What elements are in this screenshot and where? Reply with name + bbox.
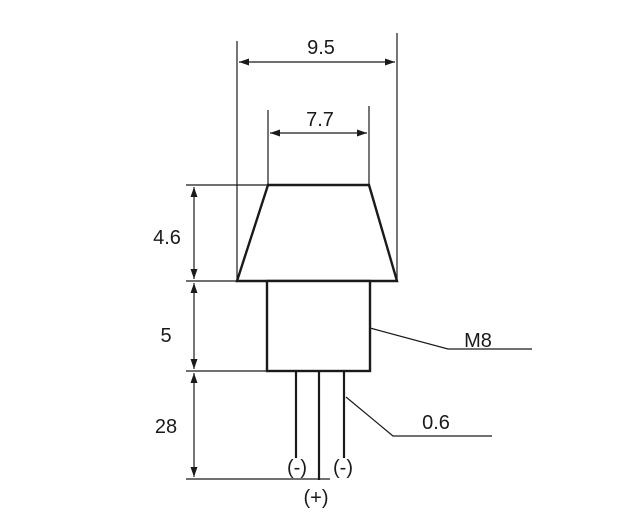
label-top-width: 9.5	[307, 37, 335, 59]
leader-pin-diameter	[345, 396, 492, 437]
label-inner-width: 7.7	[306, 109, 334, 131]
label-body-height: 5	[160, 325, 171, 347]
label-thread: M8	[464, 330, 492, 352]
label-pin-length: 28	[155, 416, 177, 438]
leader-thread	[369, 327, 532, 350]
connector-cap	[235, 183, 399, 283]
pin-left-label: (-)	[287, 457, 307, 479]
pin-right-label: (-)	[333, 457, 353, 479]
label-cap-height: 4.6	[153, 227, 181, 249]
connector-body	[265, 279, 372, 373]
pin-center-label: (+)	[304, 487, 329, 509]
label-pin-diameter: 0.6	[422, 412, 450, 434]
